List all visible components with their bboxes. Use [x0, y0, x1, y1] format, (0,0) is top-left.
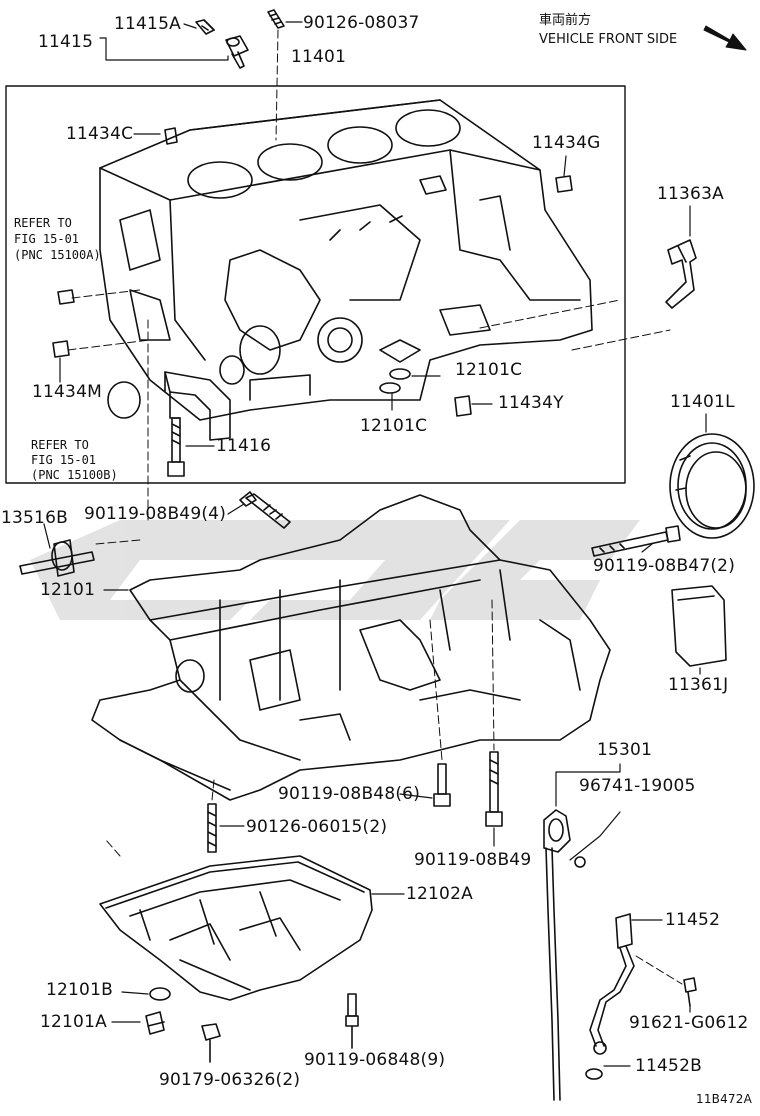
dipstick-15301 [543, 809, 571, 1101]
part-label-11415[interactable]: 11415 [38, 32, 94, 52]
drain-plug-12101A [145, 1011, 165, 1035]
plug-11415A [195, 19, 215, 35]
stud-13516B [19, 539, 95, 577]
refer-note-1-line2: FIG 15-01 [14, 232, 80, 246]
part-label-12101[interactable]: 12101 [40, 580, 96, 600]
part-label-11361J[interactable]: 11361J [668, 675, 729, 695]
part-label-90179-06326-2[interactable]: 90179-06326(2) [159, 1070, 301, 1090]
part-label-13516B[interactable]: 13516B [1, 508, 68, 528]
part-label-90119-08B47-2[interactable]: 90119-08B47(2) [593, 556, 736, 576]
refer-note-1-line1: REFER TO [14, 216, 72, 230]
engine-block-group-frame [5, 85, 626, 484]
vehicle-front-label: VEHICLE FRONT SIDE [539, 32, 678, 47]
oil-seal-11401L [669, 433, 755, 539]
bolt-90119-08B49 [485, 751, 503, 827]
oil-pan-12102A [99, 855, 373, 1001]
part-label-96741-19005[interactable]: 96741-19005 [579, 776, 696, 796]
part-label-11416[interactable]: 11416 [216, 436, 272, 456]
refer-note-2-line3: (PNC 15100B) [31, 468, 118, 482]
nut-90179-06326-2 [201, 1023, 221, 1063]
dipstick-guide-11452 [589, 913, 635, 1055]
part-label-90126-06015-2[interactable]: 90126-06015(2) [246, 817, 388, 837]
bolt-91621-G0612 [683, 977, 697, 1007]
stud-90126-08037 [267, 9, 285, 29]
watermark-logo [30, 520, 640, 620]
leader-15301 [555, 763, 621, 807]
dowel-pin-left-upper [57, 289, 75, 305]
leader-11415 [99, 37, 229, 61]
gasket-12101B [149, 987, 171, 1001]
part-label-91621-G0612[interactable]: 91621-G0612 [629, 1013, 749, 1033]
o-ring-11452B [585, 1068, 603, 1080]
part-label-11434G[interactable]: 11434G [532, 133, 601, 153]
part-label-90119-08B49[interactable]: 90119-08B49 [414, 850, 532, 870]
centerline-11452-bolt [635, 955, 683, 985]
refer-note-1-line3: (PNC 15100A) [14, 248, 101, 262]
bolt-11416 [167, 417, 185, 477]
vehicle-front-label-jp: 車両前方 [539, 13, 592, 28]
bracket-11416 [164, 371, 231, 441]
refer-note-2-line1: REFER TO [31, 438, 89, 452]
gasket-12101C-lower [379, 382, 401, 394]
bolt-90119-08B48-6 [433, 763, 451, 807]
stud-90126-06015-2 [207, 803, 217, 853]
cylinder-block-11401 [99, 99, 593, 421]
part-label-15301[interactable]: 15301 [597, 740, 653, 760]
dowel-pin-11434G [555, 175, 573, 193]
baffle-11363A [665, 239, 697, 309]
part-label-90119-06848-9[interactable]: 90119-06848(9) [304, 1050, 446, 1070]
bolt-90119-06848-9 [345, 993, 359, 1049]
dowel-pin-11434M [52, 340, 70, 358]
cover-11361J [671, 585, 727, 667]
part-label-12101C-upper[interactable]: 12101C [455, 360, 523, 380]
leader-13516B [43, 523, 51, 549]
leader-11434G [563, 155, 567, 177]
refer-note-2-line2: FIG 15-01 [31, 453, 97, 467]
part-label-90119-08B49-4[interactable]: 90119-08B49(4) [84, 504, 227, 524]
gasket-12101C-upper [389, 368, 411, 380]
part-label-11452B[interactable]: 11452B [635, 1056, 702, 1076]
part-label-90126-08037[interactable]: 90126-08037 [303, 13, 420, 33]
bolt-90119-08B47-2 [591, 525, 681, 557]
leader-96741-19005 [569, 811, 621, 861]
figure-id: 11B472A [696, 1092, 753, 1106]
centerlines [67, 289, 671, 857]
part-label-11401[interactable]: 11401 [291, 47, 347, 67]
stud-centerline [275, 29, 279, 141]
part-label-11452[interactable]: 11452 [665, 910, 721, 930]
part-label-11434M[interactable]: 11434M [32, 382, 102, 402]
leader-12101B [121, 991, 149, 995]
part-label-11363A[interactable]: 11363A [657, 184, 724, 204]
leader-90119-08B48-6 [399, 793, 433, 799]
part-label-11415A[interactable]: 11415A [114, 14, 181, 34]
part-label-12101C-lower[interactable]: 12101C [360, 416, 428, 436]
hole-plug-refer [107, 381, 141, 419]
leader-11415A [183, 23, 197, 29]
dowel-pin-11434C [164, 127, 178, 145]
part-label-12102A[interactable]: 12102A [406, 884, 473, 904]
front-direction-arrow [703, 25, 747, 51]
leader-90119-08B49-4 [227, 503, 245, 515]
crankcase-12101 [91, 494, 611, 801]
part-label-11434C[interactable]: 11434C [66, 124, 134, 144]
leader-90119-08B47-2 [641, 543, 653, 553]
part-label-12101B[interactable]: 12101B [46, 980, 113, 1000]
part-label-11434Y[interactable]: 11434Y [498, 393, 564, 413]
dowel-pin-11434Y [454, 395, 472, 417]
union-11415 [225, 35, 249, 69]
part-label-12101A[interactable]: 12101A [40, 1012, 107, 1032]
part-label-90119-08B48-6[interactable]: 90119-08B48(6) [278, 784, 421, 804]
o-ring-96741-19005 [574, 856, 586, 868]
part-label-11401L[interactable]: 11401L [670, 392, 735, 412]
